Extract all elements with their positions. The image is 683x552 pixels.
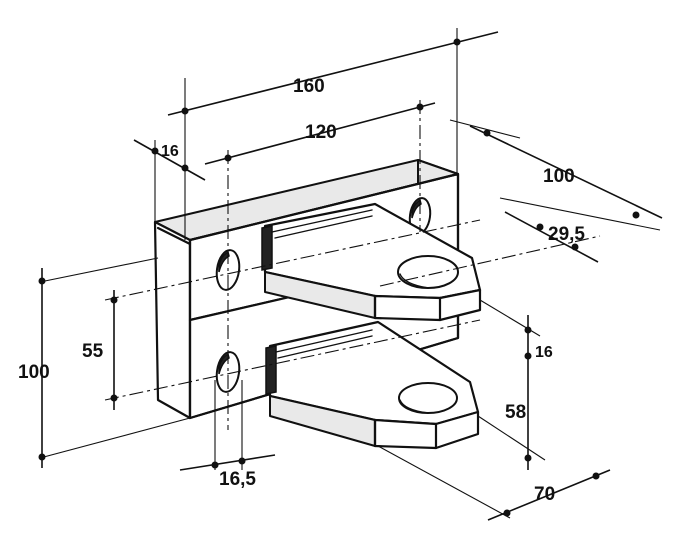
dimension-lines [38, 31, 663, 521]
dim-hole-spacing-horizontal: 120 [305, 122, 337, 143]
dim-hole-spacing-vertical: 55 [82, 341, 104, 362]
lower-lug [265, 320, 480, 450]
upper-lug [261, 202, 482, 322]
dim-lug-offset: 29,5 [548, 224, 585, 245]
center-lines [104, 100, 601, 430]
dim-plate-height: 100 [18, 362, 50, 383]
dim-depth: 100 [543, 166, 575, 187]
dim-hole-diameter: 16,5 [219, 469, 256, 490]
dim-lug-length: 70 [534, 484, 555, 505]
dim-lug-thickness: 16 [535, 344, 553, 361]
dim-plate-thickness: 16 [161, 143, 179, 160]
dim-overall-width: 160 [293, 76, 325, 97]
dimension-labels: 160 120 16 100 29,5 55 100 16 58 70 16,5 [18, 76, 585, 505]
dim-lug-gap: 58 [505, 402, 526, 423]
